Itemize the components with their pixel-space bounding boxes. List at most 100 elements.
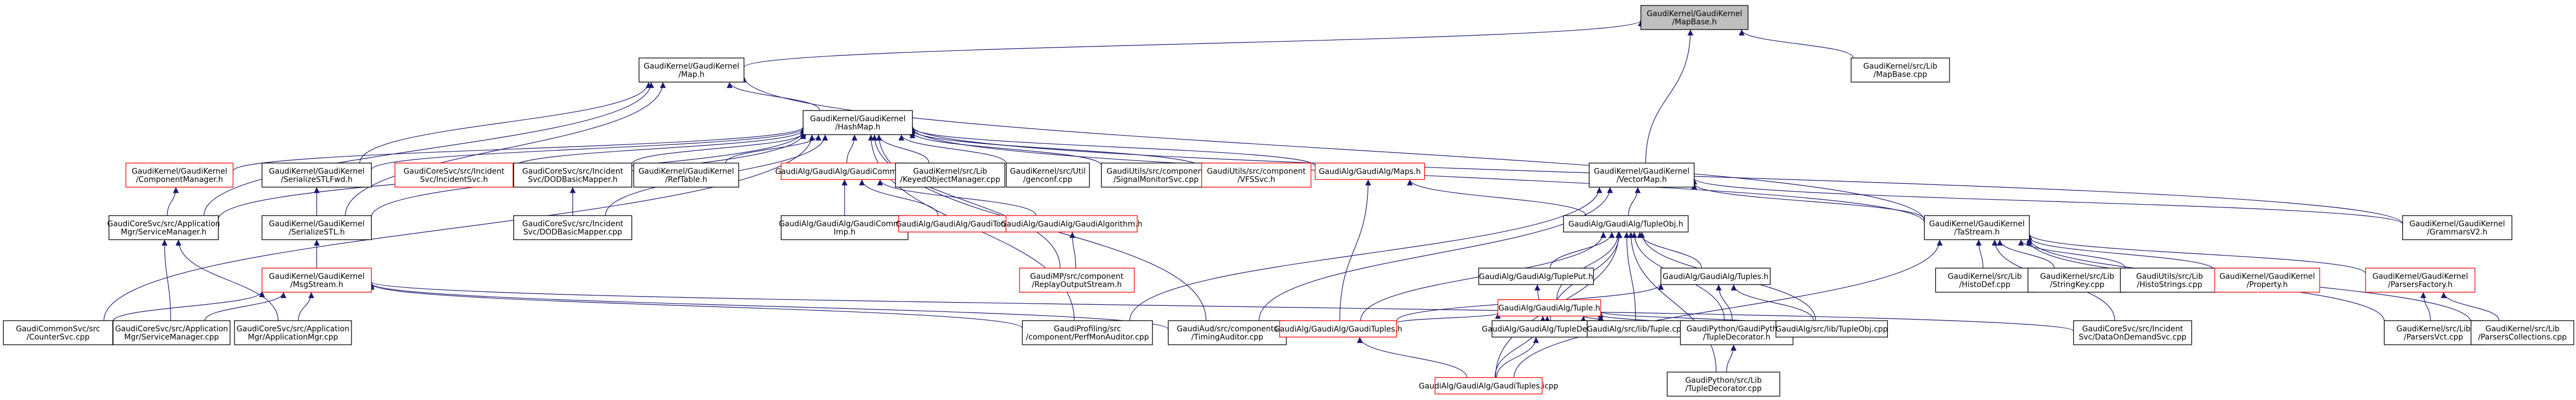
node-label: /component/PerfMonAuditor.cpp [1026,333,1149,342]
node-label: GaudiAlg/GaudiAlg/TupleObj.h [1568,220,1683,229]
edge-n34-n47 [2440,292,2499,321]
edge-n3-n22 [871,134,1061,269]
node-label: /VFSSvc.h [1237,176,1275,184]
node-box [1019,268,1135,293]
node-label: Imp.h [834,228,856,237]
node-label: GaudiAlg/GaudiAlg/GaudiAlgorithm.h [1000,220,1142,229]
graph-node[interactable]: GaudiKernel/src/Lib/ParsersCollections.c… [2470,320,2574,345]
edge-n4-n39 [1258,187,1613,321]
graph-node[interactable]: GaudiAlg/GaudiAlg/GaudiCommon.h [775,163,914,180]
graph-node[interactable]: GaudiKernel/GaudiKernel/ParsersFactory.h [2365,268,2475,293]
graph-node[interactable]: GaudiAlg/GaudiAlg/GaudiAlgorithm.h [1000,215,1143,233]
graph-node[interactable]: GaudiUtils/src/component/SignalMonitorSv… [1100,163,1211,188]
node-label: GaudiKernel/GaudiKernel [1594,167,1690,176]
graph-node[interactable]: GaudiKernel/GaudiKernel/SerializeSTL.h [261,215,372,240]
edge-n28-n44 [1730,284,1814,321]
graph-node[interactable]: GaudiCoreSvc/src/IncidentSvc/IncidentSvc… [394,163,514,188]
node-label: GaudiKernel/src/Lib [1863,62,1937,71]
node-label: GaudiCoreSvc/src/Application [237,325,349,334]
graph-node[interactable]: GaudiAlg/GaudiAlg/GaudiTool.h [896,215,1015,233]
edge-n1-n25 [741,76,1925,222]
graph-node[interactable]: GaudiAlg/GaudiAlg/Tuple.h [1497,299,1601,317]
edge-n0-n4 [1645,29,1694,164]
node-box [2365,268,2475,293]
node-label: GaudiAlg/GaudiAlg/GaudiTuples.h [1274,325,1402,334]
graph-node[interactable]: GaudiCoreSvc/src/ApplicationMgr/ServiceM… [113,320,231,345]
graph-node[interactable]: GaudiCoreSvc/src/IncidentSvc/DODBasicMap… [513,215,633,240]
node-label: GaudiCoreSvc/src/Incident [522,167,623,176]
graph-node[interactable]: GaudiCoreSvc/src/IncidentSvc/DODBasicMap… [513,163,633,188]
graph-node[interactable]: GaudiKernel/GaudiKernel/GrammarsV2.h [2402,215,2513,240]
edge-n0-n1 [743,20,1644,68]
node-box [125,163,233,188]
edge-n24-n35 [112,291,265,322]
node-box [1851,57,1950,83]
node-box [2073,320,2192,345]
graph-node[interactable]: GaudiAlg/GaudiAlg/Maps.h [1315,163,1425,180]
edge-n25-n33 [2026,237,2215,271]
node-label: GaudiKernel/GaudiKernel [2409,220,2505,229]
node-label: /RefTable.h [665,176,707,184]
graph-node[interactable]: GaudiKernel/src/Lib/StringKey.cpp [2027,268,2127,293]
graph-node[interactable]: GaudiAlg/GaudiAlg/GaudiTuples.h [1274,320,1402,338]
graph-node[interactable]: GaudiPython/src/Lib/TupleDecorator.cpp [1666,372,1781,397]
node-label: GaudiKernel/src/Lib [2397,325,2471,334]
graph-node[interactable]: GaudiUtils/src/component/VFSSvc.h [1201,163,1312,188]
edge-n25-n30 [1975,239,1983,269]
graph-node[interactable]: GaudiKernel/GaudiKernel/MsgStream.h [261,268,372,293]
edge-n41-n48 [1496,337,1539,378]
node-label: GaudiMP/src/component [1030,273,1123,281]
graph-node[interactable]: GaudiCommonSvc/src/CounterSvc.cpp [3,320,113,345]
graph-node[interactable]: GaudiKernel/GaudiKernel/Property.h [2214,268,2320,293]
node-box [803,110,913,135]
edge-n3-n6 [371,127,806,170]
graph-node[interactable]: GaudiMP/src/component/ReplayOutputStream… [1019,268,1135,293]
graph-node[interactable]: GaudiKernel/src/Lib/MapBase.cpp [1851,57,1950,83]
graph-node[interactable]: GaudiPython/GaudiPython/TupleDecorator.h [1680,320,1794,345]
graph-node[interactable]: GaudiKernel/src/Util/genconf.cpp [1006,163,1090,188]
root-node: GaudiKernel/GaudiKernel/MapBase.h [1640,5,1749,30]
node-label: GaudiAlg/GaudiAlg/TuplePut.h [1479,273,1593,281]
edge-n40-n48 [1357,337,1467,378]
graph-node[interactable]: GaudiAlg/src/lib/Tuple.cpp [1586,320,1686,338]
graph-node[interactable]: GaudiCoreSvc/src/ApplicationMgr/Applicat… [234,320,352,345]
edge-n3-n14 [909,129,1202,169]
edge-n1-n16 [203,82,654,216]
graph-node[interactable]: GaudiCoreSvc/src/ApplicationMgr/ServiceM… [107,215,220,240]
graph-node[interactable]: GaudiKernel/GaudiKernel/ComponentManager… [125,163,233,188]
node-box [1497,299,1601,317]
graph-node[interactable]: GaudiAlg/GaudiAlg/Tuples.h [1660,268,1771,285]
graph-node[interactable]: GaudiKernel/src/Lib/KeyedObjectManager.c… [895,163,1005,188]
node-label: GaudiKernel/GaudiKernel [269,273,365,281]
graph-node[interactable]: GaudiKernel/GaudiKernel/RefTable.h [633,163,739,188]
graph-node[interactable]: GaudiKernel/src/Lib/ParsersVct.cpp [2384,320,2483,345]
graph-node[interactable]: GaudiAlg/GaudiAlg/GaudiTuples.icpp [1419,377,1559,395]
graph-node[interactable]: GaudiUtils/src/Lib/HistoStrings.cpp [2120,268,2220,293]
graph-node[interactable]: GaudiKernel/GaudiKernel/TaStream.h [1924,215,2030,240]
node-label: GaudiKernel/GaudiKernel [643,62,739,71]
node-label: GaudiAlg/GaudiAlg/GaudiTuples.icpp [1419,382,1558,391]
graph-node[interactable]: GaudiAud/src/components/TimingAuditor.cp… [1168,320,1287,345]
node-label: GaudiUtils/src/component [1207,167,1306,176]
graph-node[interactable]: GaudiAlg/GaudiAlg/TupleObj.h [1563,215,1689,233]
node-label: GaudiKernel/GaudiKernel [1647,10,1742,19]
node-label: /Map.h [678,71,705,79]
edge-n3-n8 [631,132,806,165]
node-label: GaudiKernel/GaudiKernel [269,167,365,176]
graph-node[interactable]: GaudiKernel/src/Lib/HistoDef.cpp [1935,268,2035,293]
graph-node[interactable]: GaudiCoreSvc/src/IncidentSvc/DataOnDeman… [2073,320,2192,345]
graph-node[interactable]: GaudiAlg/src/lib/TupleObj.cpp [1775,320,1888,338]
graph-node[interactable]: GaudiKernel/GaudiKernel/VectorMap.h [1589,163,1695,188]
graph-node[interactable]: GaudiAlg/GaudiAlg/TupleDetail.h [1482,320,1607,338]
graph-node[interactable]: GaudiKernel/GaudiKernel/Map.h [639,57,745,83]
node-label: GaudiKernel/GaudiKernel [810,115,906,124]
node-label: /SerializeSTL.h [289,228,345,237]
node-box [1315,163,1425,180]
node-box [1660,268,1771,285]
graph-node[interactable]: GaudiKernel/GaudiKernel/SerializeSTLFwd.… [261,163,372,188]
graph-node[interactable]: GaudiAlg/GaudiAlg/TuplePut.h [1478,268,1594,285]
graph-node[interactable]: GaudiKernel/GaudiKernel/HashMap.h [803,110,913,135]
graph-node[interactable]: GaudiProfiling/src/component/PerfMonAudi… [1022,320,1153,345]
